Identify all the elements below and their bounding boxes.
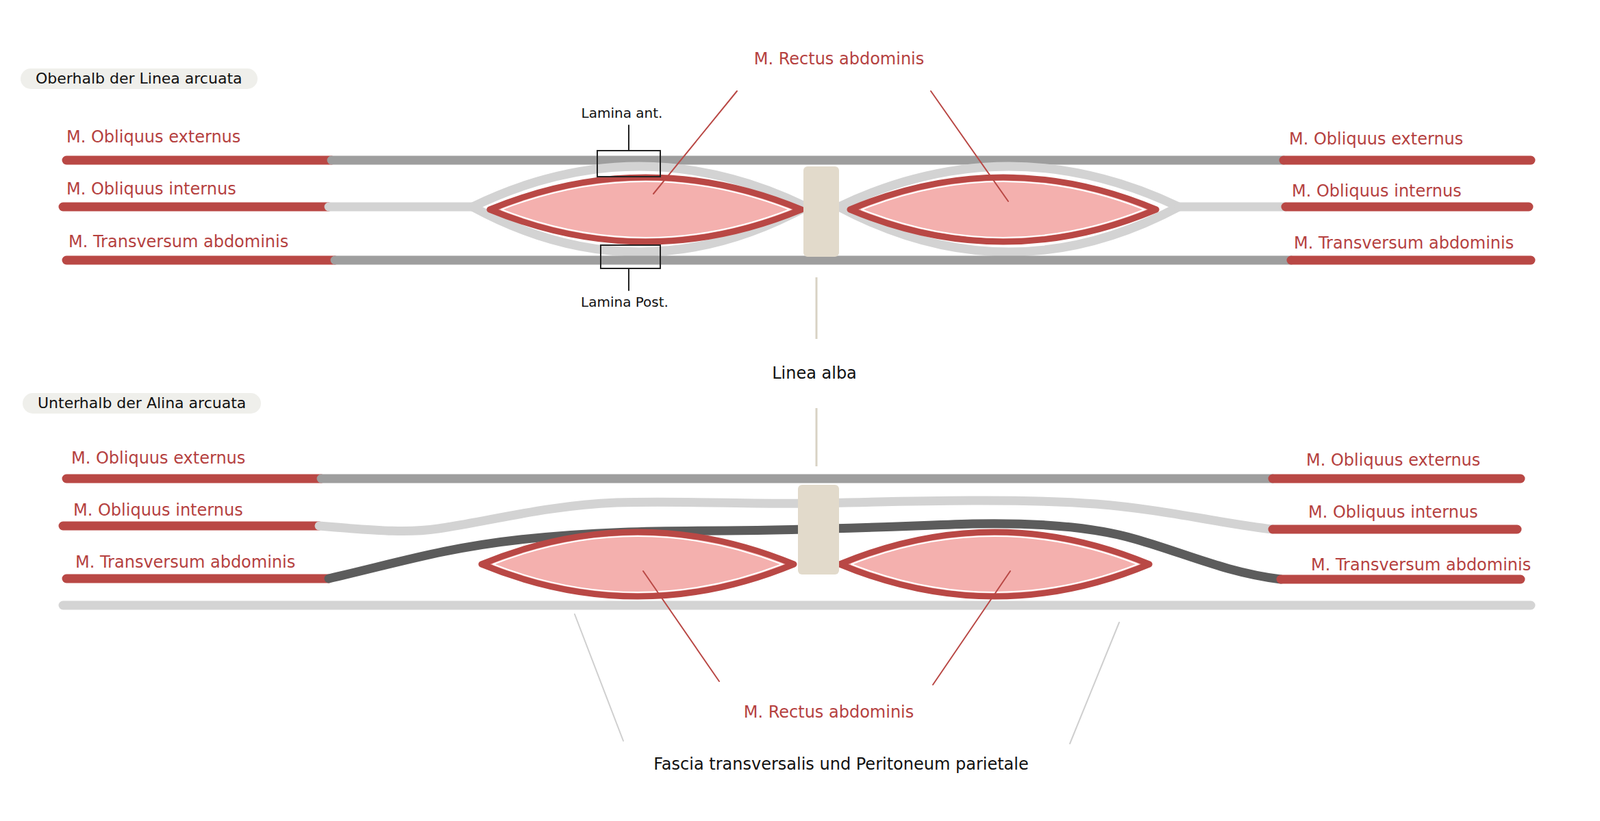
muscle-band	[66, 474, 322, 484]
section-title: Oberhalb der Linea arcuata	[35, 69, 243, 87]
muscle-band	[1291, 256, 1531, 266]
aponeurosis-line	[321, 474, 1273, 484]
rectus-muscle	[489, 177, 802, 242]
aponeurosis-line	[334, 256, 1292, 266]
leader-line	[628, 125, 630, 151]
muscle-band	[1272, 474, 1521, 484]
muscle-label: M. Transversum abdominis	[1310, 556, 1531, 574]
muscle-highlight	[501, 181, 790, 238]
muscle-band	[1283, 156, 1531, 166]
muscle-band	[63, 521, 320, 531]
muscle-band	[1272, 525, 1518, 535]
muscle-band	[1280, 575, 1521, 585]
fascia-line	[63, 601, 1531, 611]
aponeurosis-line	[328, 202, 473, 212]
muscle-label: M. Transversum abdominis	[1293, 234, 1514, 253]
upper-section	[63, 91, 1531, 291]
leader-line	[574, 614, 624, 742]
leader-line	[643, 571, 720, 682]
lamina-label: Lamina Post.	[580, 294, 669, 310]
muscle-label: M. Obliquus internus	[66, 180, 237, 198]
muscle-highlight	[493, 536, 783, 593]
muscle-label: M. Obliquus internus	[1308, 503, 1479, 522]
rectus-muscle	[481, 532, 794, 597]
muscle-band	[63, 202, 329, 212]
sheath-outline	[839, 166, 1179, 253]
rectus-muscle	[839, 532, 1150, 597]
muscle-label: M. Transversum abdominis	[68, 232, 289, 251]
muscle-label: M. Obliquus externus	[71, 449, 246, 468]
leader-line	[930, 91, 1009, 202]
muscle-band	[1285, 202, 1529, 212]
sheath-outline	[472, 166, 807, 253]
muscle-label: M. Obliquus externus	[1289, 130, 1464, 148]
bracket	[597, 150, 661, 177]
muscle-band	[66, 156, 332, 166]
muscle-band	[66, 256, 335, 266]
muscle-label: M. Obliquus externus	[1306, 451, 1481, 470]
leader-line	[1069, 622, 1120, 744]
muscle-highlight	[851, 536, 1138, 593]
rectus-muscle	[850, 177, 1157, 242]
aponeurosis-line	[331, 156, 1284, 166]
muscle-band	[66, 574, 329, 584]
leader-line	[815, 277, 818, 340]
bracket	[600, 245, 661, 269]
structure-label: Fascia transversalis und Peritoneum pari…	[653, 755, 1029, 774]
section-title: Unterhalb der Alina arcuata	[37, 394, 246, 412]
lamina-label: Lamina ant.	[581, 105, 664, 121]
structure-label: Linea alba	[771, 364, 857, 383]
leader-line	[815, 408, 818, 467]
linea-alba	[797, 484, 840, 575]
leader-line	[628, 268, 630, 291]
muscle-label: M. Transversum abdominis	[75, 553, 296, 572]
linea-alba	[803, 166, 840, 257]
leader-line	[653, 91, 737, 194]
lower-section	[63, 478, 1531, 744]
aponeurosis-line	[1178, 202, 1286, 212]
muscle-highlight	[861, 181, 1145, 238]
leader-line	[932, 571, 1011, 685]
muscle-label: M. Obliquus externus	[66, 128, 241, 146]
muscle-label: M. Rectus abdominis	[743, 703, 915, 722]
muscle-label: M. Obliquus internus	[73, 501, 244, 520]
section-heading: Unterhalb der Alina arcuata	[22, 393, 261, 414]
muscle-label: M. Rectus abdominis	[754, 50, 925, 68]
section-heading: Oberhalb der Linea arcuata	[20, 68, 258, 90]
muscle-label: M. Obliquus internus	[1291, 182, 1462, 200]
